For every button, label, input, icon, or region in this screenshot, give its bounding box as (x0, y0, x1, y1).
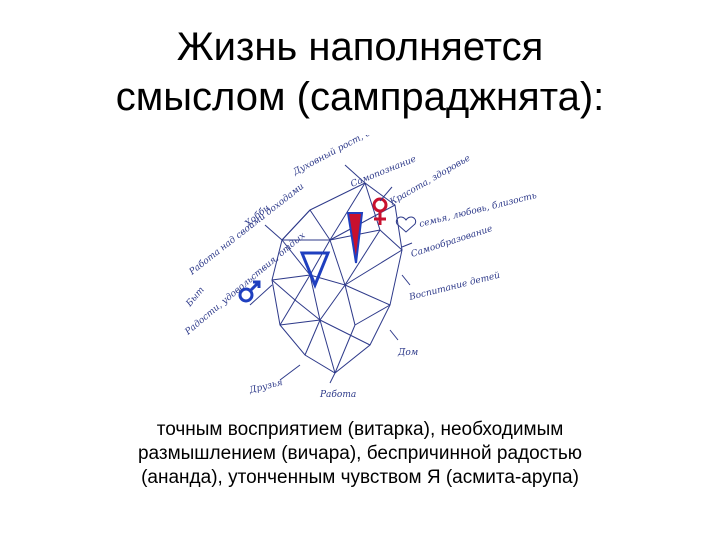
label-self-knowledge: Самопознание (349, 154, 417, 189)
title-line-1: Жизнь наполняется (176, 25, 544, 69)
label-life-style: Быт (184, 285, 207, 309)
title-line-2: смыслом (сампраджнята): (115, 75, 605, 119)
slide-caption: точным восприятием (витарка), необходимы… (40, 418, 680, 490)
label-home: Дом (397, 348, 418, 358)
female-triangle (346, 212, 364, 264)
slide-title: Жизнь наполняется смыслом (сампраджнята)… (40, 22, 680, 122)
caption-line-1: точным восприятием (витарка), необходимы… (156, 419, 564, 440)
label-joys-pleasures: Радости, удовольствия, отдых (183, 231, 308, 338)
label-connectors (249, 164, 413, 384)
female-symbol-icon (372, 197, 388, 225)
male-symbol-icon (238, 280, 261, 303)
label-upbringing: Воспитание детей (407, 271, 501, 304)
caption-line-3: (ананда), утонченным чувством Я (асмита-… (141, 467, 579, 488)
male-triangle (299, 251, 331, 289)
heart-icon (395, 216, 417, 233)
label-care-of-parents: Работа над своими доходами (186, 181, 306, 278)
label-family-love: семья, любовь, близость (418, 190, 538, 230)
label-friends: Друзья (247, 378, 283, 396)
label-work: Работа (319, 389, 356, 400)
caption-line-2: размышлением (вичара), беспричинной радо… (137, 443, 583, 464)
crystal-mesh (271, 182, 403, 374)
life-crystal-diagram: Духовный рост, богопознание Самопознание… (183, 135, 538, 400)
label-spiritual-growth: Духовный рост, богопознание (290, 135, 425, 178)
